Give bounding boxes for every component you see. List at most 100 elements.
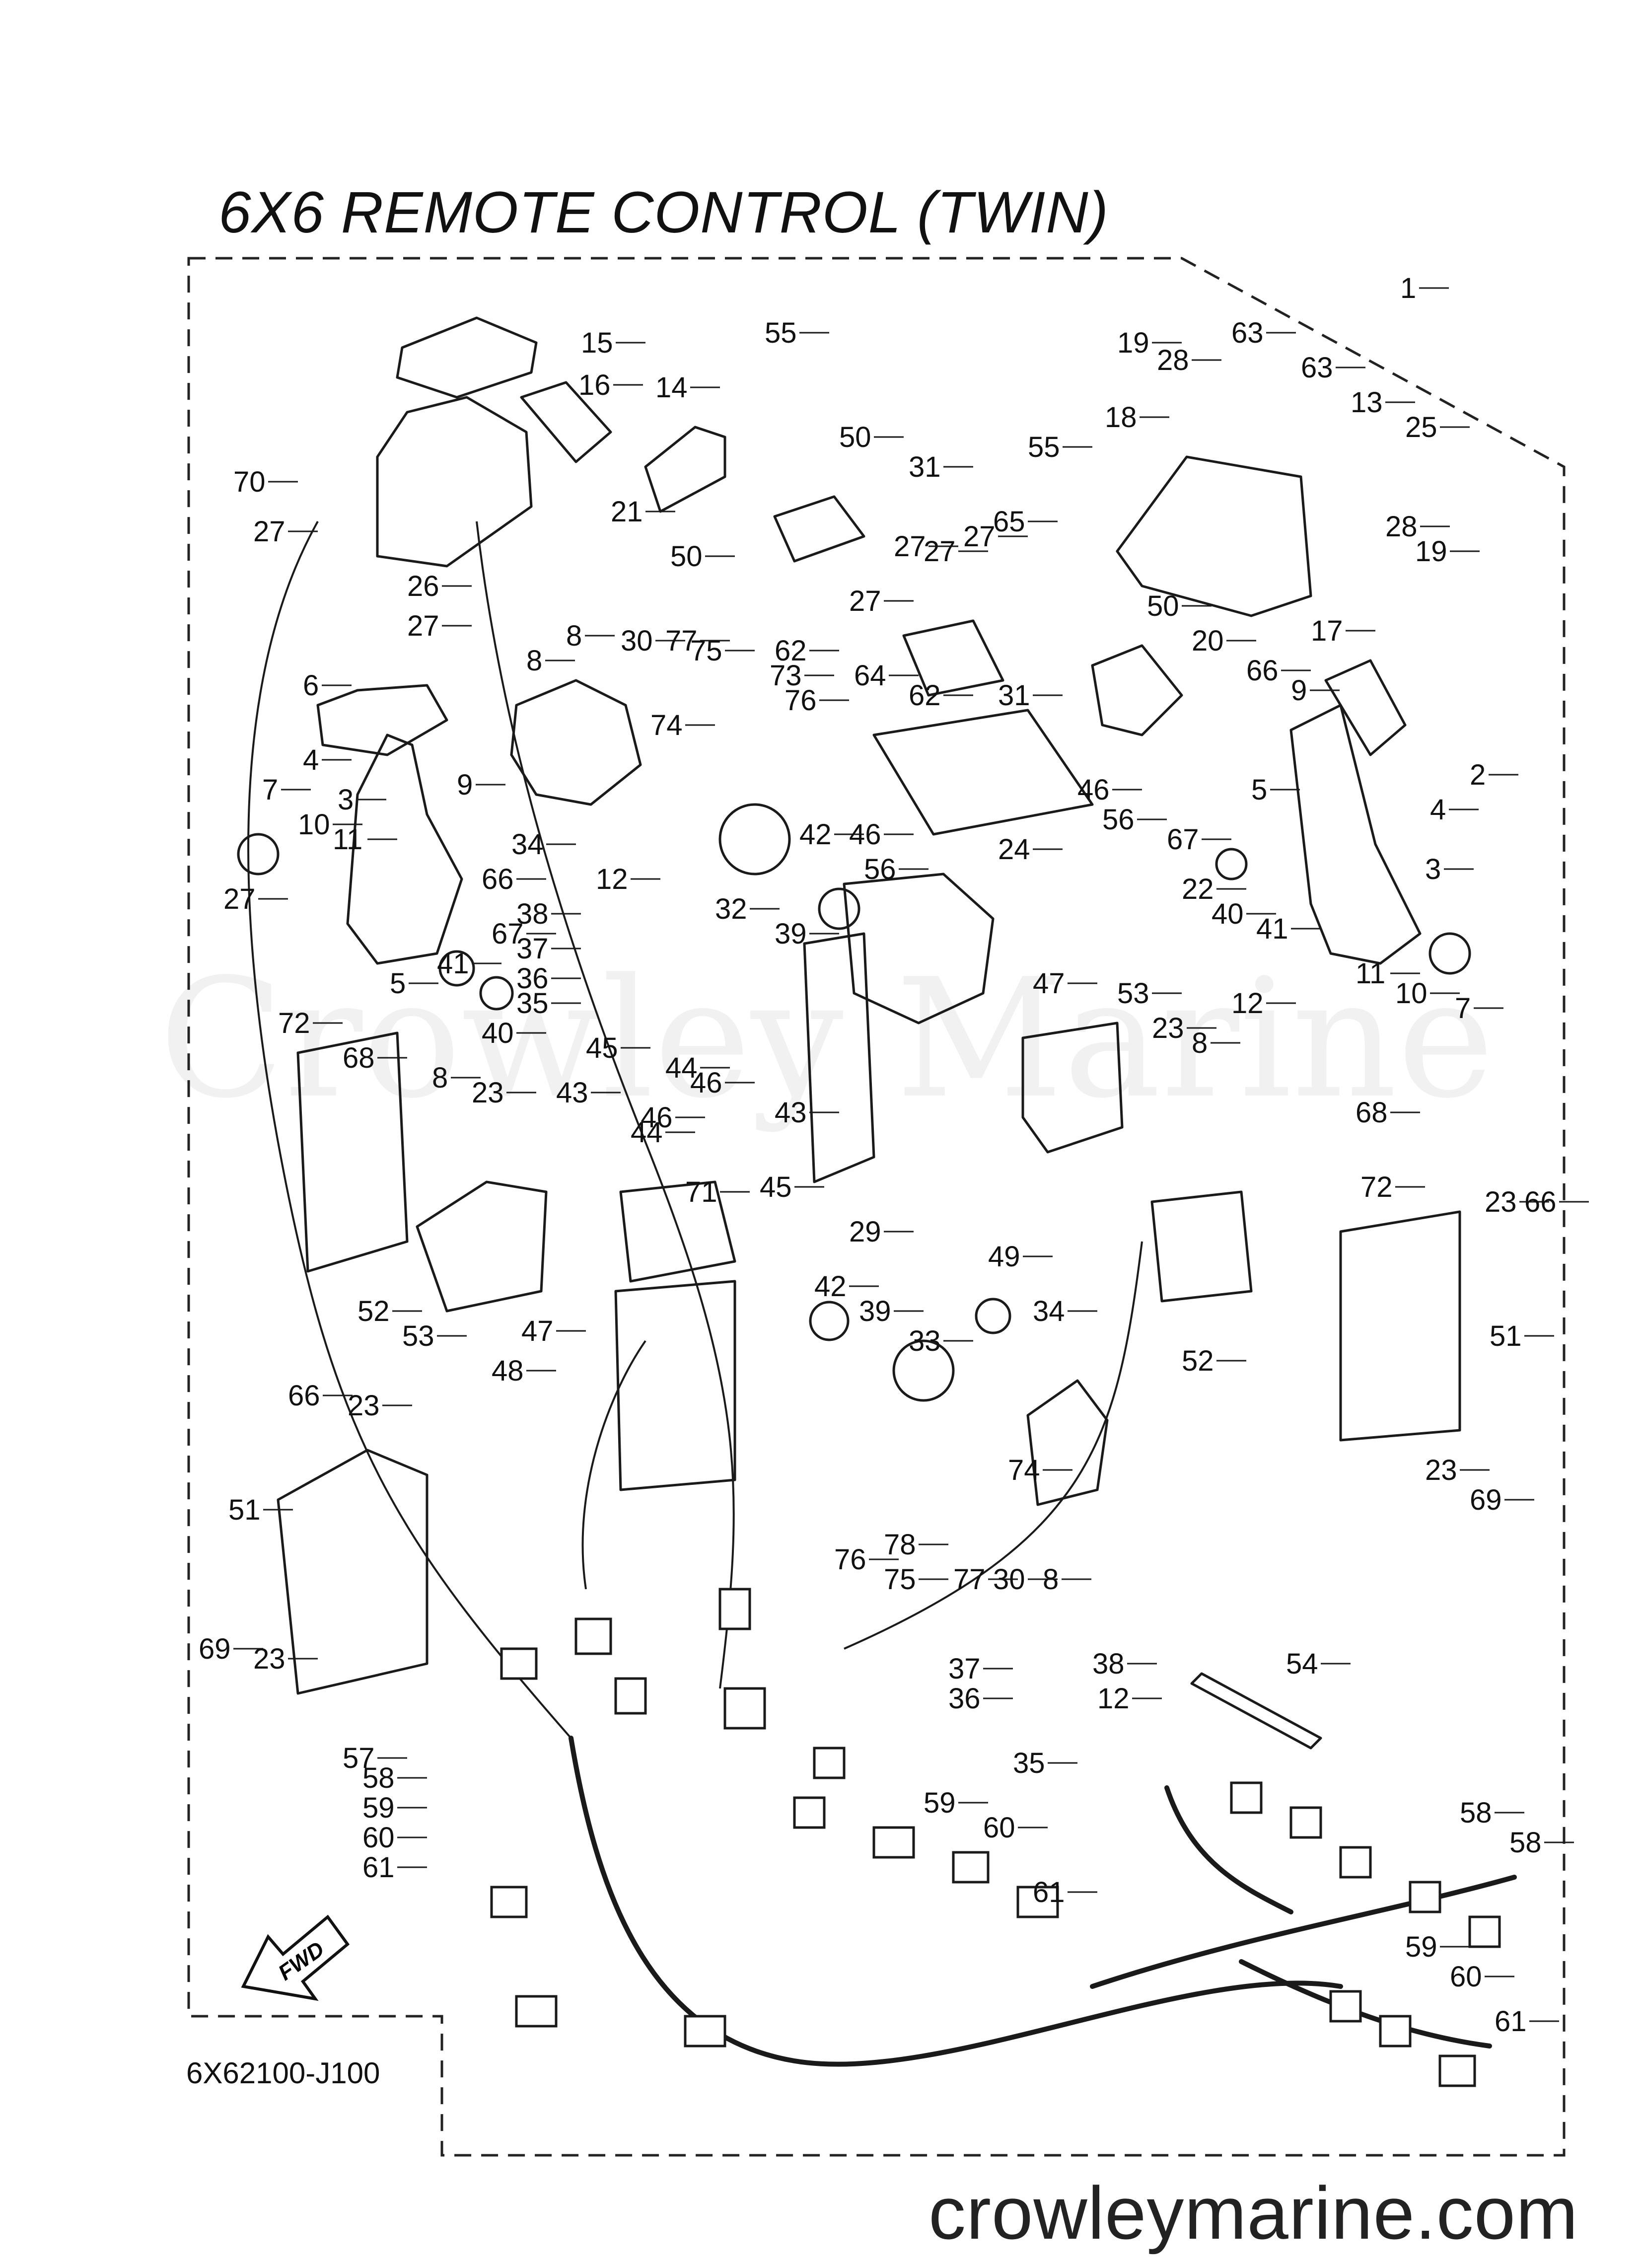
callout-43: 43	[556, 1077, 588, 1109]
callout-35: 35	[1013, 1747, 1045, 1779]
callout-76: 76	[834, 1543, 866, 1576]
bearing-42-lower	[809, 1301, 850, 1341]
callout-54: 54	[1286, 1648, 1318, 1680]
callout-63: 63	[1231, 317, 1264, 349]
callout-78: 78	[884, 1529, 916, 1561]
assembly-boundary	[187, 257, 1566, 2157]
connector	[1329, 1990, 1362, 2023]
bracket-52-right	[1150, 1190, 1253, 1303]
callout-55: 55	[765, 317, 797, 349]
connector	[1016, 1886, 1059, 1918]
callout-53: 53	[1117, 977, 1149, 1010]
callout-22: 22	[1182, 873, 1214, 905]
callout-9: 9	[1291, 674, 1307, 707]
callout-11: 11	[1356, 957, 1385, 990]
callout-2: 2	[1470, 759, 1486, 791]
control-unit-53-right	[1021, 1022, 1124, 1154]
connector	[723, 1687, 766, 1730]
callout-46: 46	[849, 818, 881, 851]
part-drawings	[237, 316, 1471, 1750]
callout-12: 12	[1097, 1683, 1130, 1715]
callout-50: 50	[670, 540, 703, 573]
callout-34: 34	[1033, 1295, 1065, 1327]
callout-41: 41	[437, 948, 469, 980]
connector	[793, 1796, 826, 1829]
handle-cover-top	[396, 316, 538, 399]
callout-74: 74	[1008, 1454, 1040, 1486]
connector	[614, 1677, 647, 1715]
cap-7-left	[237, 833, 280, 876]
callout-27: 27	[924, 535, 956, 568]
ecu-71	[619, 1180, 736, 1283]
connector	[500, 1647, 538, 1680]
callout-61: 61	[362, 1851, 395, 1884]
website-url[interactable]: crowleymarine.com	[928, 2171, 1578, 2255]
callout-51: 51	[228, 1494, 261, 1526]
callout-73: 73	[770, 659, 802, 692]
callout-44: 44	[631, 1116, 663, 1149]
wire-harness	[569, 1736, 1517, 2067]
callout-21: 21	[611, 496, 643, 528]
callout-23: 23	[1152, 1012, 1184, 1044]
harness-branch-upper	[1164, 1785, 1293, 1914]
callout-16: 16	[578, 369, 611, 401]
callout-47: 47	[521, 1315, 554, 1347]
gear-housing-30	[510, 679, 642, 806]
callout-69: 69	[1470, 1484, 1502, 1516]
callout-39: 39	[775, 918, 807, 950]
callout-66: 66	[482, 863, 514, 895]
callout-48: 48	[492, 1355, 524, 1387]
connector	[952, 1851, 990, 1884]
watermark: Crowley Marine	[159, 944, 1495, 1134]
callout-42: 42	[814, 1270, 847, 1303]
callout-38: 38	[1092, 1648, 1125, 1680]
callout-20: 20	[1192, 625, 1224, 657]
washer-40-right	[1215, 848, 1248, 880]
callout-46: 46	[1077, 774, 1110, 806]
callout-31: 31	[998, 679, 1030, 712]
main-bracket	[843, 873, 995, 1024]
callout-51: 51	[1490, 1320, 1522, 1352]
callout-42: 42	[799, 818, 832, 851]
callout-23: 23	[1425, 1454, 1457, 1486]
callout-23: 23	[1485, 1186, 1517, 1218]
callout-67: 67	[492, 918, 524, 950]
callout-25: 25	[1405, 411, 1437, 443]
callout-77: 77	[953, 1563, 986, 1596]
callout-46: 46	[690, 1067, 722, 1099]
callout-59: 59	[924, 1787, 956, 1819]
callout-39: 39	[859, 1295, 891, 1327]
callout-27: 27	[963, 520, 996, 553]
callout-30: 30	[993, 1563, 1025, 1596]
callout-59: 59	[362, 1792, 395, 1824]
callout-37: 37	[948, 1653, 981, 1685]
callout-4: 4	[1430, 794, 1446, 826]
callout-61: 61	[1495, 2005, 1527, 2038]
callout-60: 60	[1450, 1961, 1482, 1993]
callout-56: 56	[864, 853, 896, 885]
callout-36: 36	[516, 962, 549, 995]
callout-28: 28	[1157, 344, 1189, 376]
callout-28: 28	[1385, 511, 1418, 543]
callout-10: 10	[1395, 977, 1428, 1010]
leader-lines	[233, 287, 1589, 2022]
callout-40: 40	[1212, 898, 1244, 930]
callout-70: 70	[233, 466, 266, 498]
callout-36: 36	[948, 1683, 981, 1715]
callout-44: 44	[665, 1052, 698, 1084]
callout-27: 27	[407, 610, 439, 642]
callout-18: 18	[1105, 401, 1137, 434]
callout-45: 45	[760, 1171, 792, 1203]
callout-52: 52	[357, 1295, 390, 1327]
callout-11: 11	[333, 823, 362, 856]
callout-77: 77	[665, 625, 698, 657]
bearing-42	[818, 887, 860, 930]
connector	[1379, 2015, 1412, 2048]
connector	[490, 1886, 528, 1918]
callout-24: 24	[998, 833, 1030, 866]
callout-74: 74	[650, 709, 683, 741]
callout-68: 68	[343, 1042, 375, 1074]
callout-34: 34	[511, 828, 544, 861]
callout-50: 50	[1147, 590, 1179, 622]
diagram-code: 6X62100-J100	[186, 2056, 380, 2090]
